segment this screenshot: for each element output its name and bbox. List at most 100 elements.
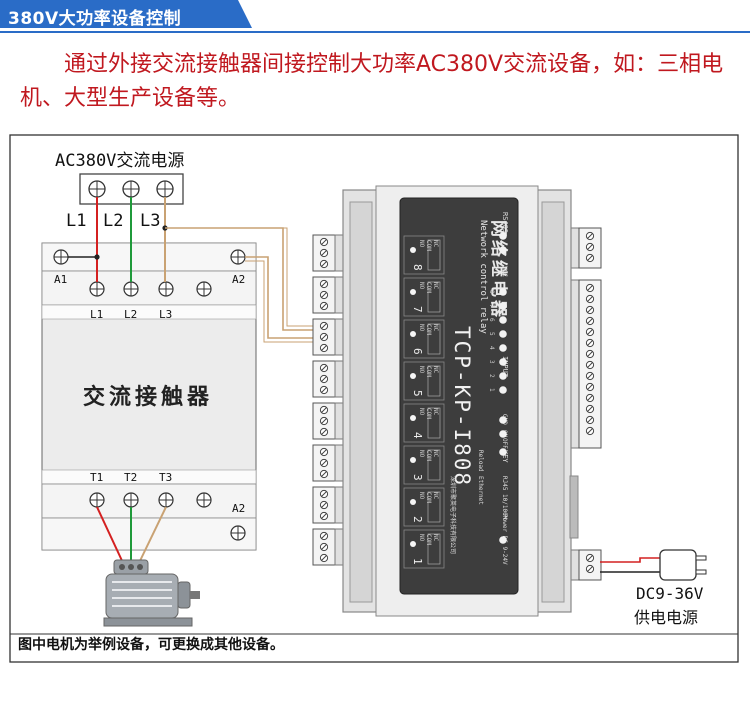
terminal-screw <box>585 294 595 304</box>
terminal-screw <box>585 349 595 359</box>
relay-channel-number: 2 <box>411 516 424 523</box>
contactor-terminal-a2-top <box>230 249 246 265</box>
contactor-terminal-a2-bottom <box>230 525 246 541</box>
relay-reload-label: Reload <box>477 450 484 472</box>
terminal-screw <box>319 374 329 384</box>
contactor-l1-label: L1 <box>90 308 103 321</box>
contactor-a2-top-label: A2 <box>232 273 245 286</box>
relay-right-terminal-block <box>570 279 602 449</box>
contactor-terminal-l2 <box>123 281 139 297</box>
motor-icon <box>103 559 200 627</box>
contactor-output-strip <box>41 483 257 519</box>
contactor-t3-label: T3 <box>159 471 172 484</box>
relay-right-rail <box>541 201 565 603</box>
relay-channel-number: 7 <box>411 306 424 313</box>
header-background <box>0 0 750 33</box>
terminal-screw <box>319 531 329 541</box>
power-terminal-l3 <box>156 180 174 198</box>
terminal-screw <box>585 371 595 381</box>
relay-input-number: 3 <box>488 360 495 364</box>
relay-contact-label: NO <box>418 408 425 416</box>
terminal-screw <box>319 469 329 479</box>
terminal-screw <box>319 542 329 552</box>
relay-side-clip <box>569 475 579 539</box>
terminal-screw <box>319 332 329 342</box>
relay-led <box>499 232 507 240</box>
relay-channel-number: 3 <box>411 474 424 481</box>
terminal-screw <box>319 385 329 395</box>
relay-channel-number: 5 <box>411 390 424 397</box>
relay-contact-label: NC <box>432 408 439 416</box>
contactor-terminal-l3 <box>158 281 174 297</box>
relay-led <box>499 330 507 338</box>
contactor-step-top <box>41 304 257 320</box>
relay-contact-label: COM <box>425 450 432 461</box>
wire-t3-tan <box>137 506 167 566</box>
terminal-screw <box>585 382 595 392</box>
relay-contact-label: NO <box>418 324 425 332</box>
relay-contact-label: COM <box>425 492 432 503</box>
relay-contact-label: NO <box>418 492 425 500</box>
contactor-terminal-l1 <box>89 281 105 297</box>
relay-led <box>499 372 507 380</box>
phase-label-l1: L1 <box>66 211 86 231</box>
relay-brand-en: Network control relay <box>478 220 488 334</box>
relay-contact-label: NC <box>432 240 439 248</box>
wire-dc-positive <box>600 557 660 563</box>
relay-led <box>499 448 507 456</box>
relay-left-rail <box>349 201 373 603</box>
contactor-label: 交流接触器 <box>83 384 213 410</box>
contactor-terminal-a1 <box>53 249 69 265</box>
relay-ethernet-label: Ethernet <box>477 476 484 505</box>
relay-left-terminal-block <box>312 318 344 356</box>
relay-channel-number: 1 <box>411 558 424 565</box>
relay-contact-label: NO <box>418 240 425 248</box>
contactor-a1-label: A1 <box>54 273 67 286</box>
relay-company-label: 深圳市聚英电子科技有限公司 <box>449 476 457 554</box>
relay-led <box>499 246 507 254</box>
relay-contact-label: NO <box>418 450 425 458</box>
terminal-screw <box>585 242 595 252</box>
relay-contact-label: NC <box>432 450 439 458</box>
terminal-screw <box>319 279 329 289</box>
contactor-terminal-spare-bottom <box>196 492 212 508</box>
relay-channel-number: 6 <box>411 348 424 355</box>
relay-led <box>499 302 507 310</box>
terminal-screw <box>319 511 329 521</box>
dc-supply-label: 供电电源 <box>634 608 698 627</box>
terminal-screw <box>319 301 329 311</box>
terminal-screw <box>319 259 329 269</box>
wire-l3-to-relay-shadow <box>165 227 325 327</box>
contactor-step-bottom <box>41 469 257 485</box>
terminal-screw <box>585 564 595 574</box>
terminal-screw <box>319 248 329 258</box>
terminal-screw <box>319 447 329 457</box>
relay-right-terminals <box>570 227 602 581</box>
relay-left-terminal-block <box>312 528 344 566</box>
relay-contact-label: NC <box>432 324 439 332</box>
relay-input-number: 4 <box>488 346 495 350</box>
relay-contact-label: NC <box>432 492 439 500</box>
terminal-screw <box>319 553 329 563</box>
terminal-screw <box>585 316 595 326</box>
relay-led <box>499 316 507 324</box>
terminal-screw <box>319 458 329 468</box>
dc-voltage-label: DC9-36V <box>636 584 704 603</box>
relay-contact-label: COM <box>425 324 432 335</box>
relay-panel <box>399 197 519 595</box>
phase-label-l2: L2 <box>103 211 123 231</box>
relay-input-number: 2 <box>488 374 495 378</box>
contactor-bottom-strip <box>41 517 257 551</box>
relay-contact-label: COM <box>425 534 432 545</box>
terminal-screw <box>319 489 329 499</box>
terminal-screw <box>319 237 329 247</box>
contactor-terminal-t3 <box>158 492 174 508</box>
relay-led <box>499 386 507 394</box>
intro-text: 通过外接交流接触器间接控制大功率AC380V交流设备，如：三相电机、大型生产设备… <box>20 52 724 111</box>
terminal-screw <box>319 343 329 353</box>
